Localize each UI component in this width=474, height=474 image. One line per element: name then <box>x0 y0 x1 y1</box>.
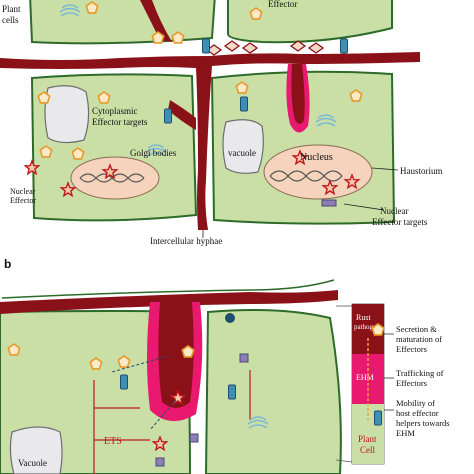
hyphae-branch-left <box>168 100 196 130</box>
cytoplasmic-label-2: Effector targets <box>92 117 148 127</box>
host-helper-icon <box>225 313 235 323</box>
legend-rust-line2: pathogen <box>354 323 380 331</box>
golgi-label: Golgi bodies <box>130 148 177 158</box>
nuclear-effector-label-2: Effector <box>10 196 36 205</box>
legend-step1-line2: maturation of <box>396 334 442 344</box>
nucleus-left <box>70 156 160 200</box>
nuclear-targets-label-2: Effector targets <box>372 217 428 227</box>
cytoplasmic-target-icon <box>340 38 348 54</box>
nuclear-effector-label-1: Nuclear <box>10 187 36 196</box>
hyphae-label: Intercellular hyphae <box>150 236 222 246</box>
cell-top-right <box>227 0 393 44</box>
nuclear-targets-pointer <box>343 203 385 211</box>
nuclear-target-icon <box>239 353 249 363</box>
nuclear-target-icon <box>321 199 337 207</box>
legend-step1-line1: Secretion & <box>396 324 437 334</box>
legend-step3-line1: Mobility of <box>396 398 435 408</box>
cytoplasmic-target-icon <box>202 38 210 54</box>
cytoplasmic-target-icon <box>228 384 236 400</box>
cytoplasmic-target-icon <box>120 374 128 390</box>
legend-step3-line4: EHM <box>396 428 415 438</box>
effector-label: Effector <box>268 0 297 9</box>
nucleus-label: Nucleus <box>300 152 333 163</box>
haustorium-b <box>158 302 194 408</box>
nuclear-target-icon <box>155 457 165 467</box>
secreted-effector-icon <box>242 42 258 54</box>
haustorium-pointer <box>371 167 399 171</box>
secreted-effector-icon <box>308 42 324 54</box>
vacuole-right <box>222 119 264 174</box>
cell-b-right <box>204 309 342 474</box>
haustorium-label: Haustorium <box>400 166 443 176</box>
trafficking-arrow <box>149 399 177 431</box>
cytoplasmic-label-1: Cytoplasmic <box>92 106 138 116</box>
hyphae-branch-top <box>140 0 172 42</box>
haustorium <box>291 64 305 124</box>
legend-step3-line3: helpers towards <box>396 418 450 428</box>
legend-plant-line1: Plant <box>358 434 377 444</box>
panel-a: vacuole <box>0 0 443 246</box>
ets-label: ETS <box>104 436 122 447</box>
cell-top-left <box>29 0 216 45</box>
plant-cells-label-2: cells <box>2 15 19 25</box>
vacuole-label-b: Vacuole <box>18 458 47 468</box>
panel-b-letter: b <box>4 257 11 271</box>
legend-rust-line1: Rust <box>356 313 371 322</box>
nuclear-target-icon <box>189 433 199 443</box>
legend-plant-line2: Cell <box>360 445 375 455</box>
plant-cells-label-1: Plant <box>2 4 21 14</box>
nuclear-targets-label-1: Nuclear <box>380 206 408 216</box>
dna-left-strand <box>79 173 145 183</box>
legend-step3-line2: host effector <box>396 408 439 418</box>
legend-step2-line1: Trafficking of <box>396 368 444 378</box>
legend-pointer <box>335 459 353 463</box>
panel-b: b Vacuole ETS <box>0 257 450 474</box>
vacuole-left <box>44 85 90 144</box>
intercellular-hyphae <box>0 52 420 230</box>
legend-step1-line3: Effectors <box>396 344 427 354</box>
vacuole-left-b <box>9 426 63 474</box>
secreted-effector-icon <box>224 40 240 52</box>
legend-step2-line2: Effectors <box>396 378 427 388</box>
cytoplasmic-target-icon <box>164 108 172 124</box>
cell-wall-top <box>1 279 335 299</box>
legend-ehm-label: EHM <box>356 373 374 382</box>
dna-right-strand <box>269 170 343 182</box>
legend-helper-icon <box>374 410 382 426</box>
cytoplasmic-target-icon <box>240 96 248 112</box>
vacuole-label-a: vacuole <box>228 148 256 158</box>
